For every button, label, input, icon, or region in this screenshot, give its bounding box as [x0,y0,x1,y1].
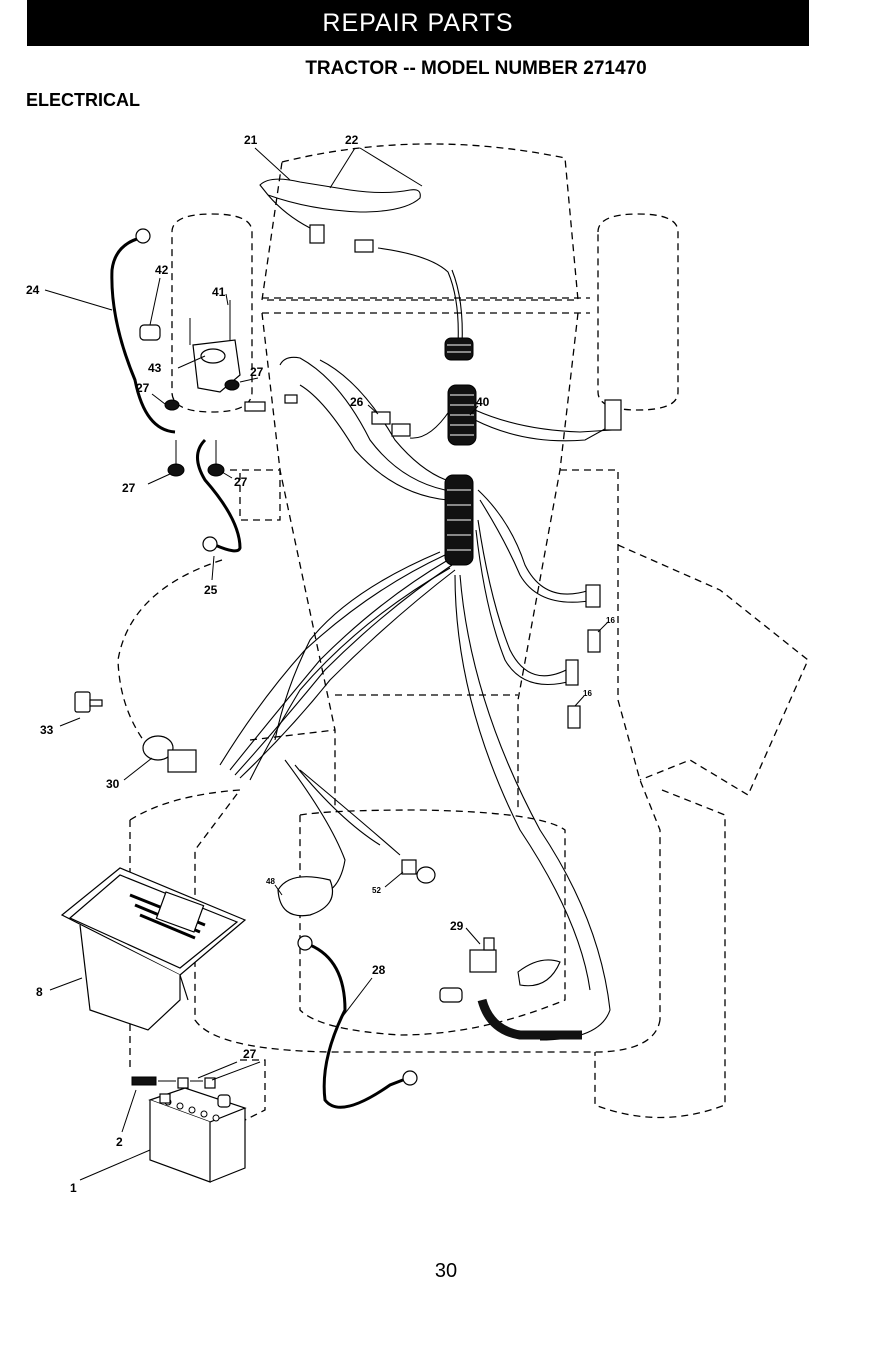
callout-28: 28 [372,963,386,977]
callout-26: 26 [350,395,364,409]
callout-16b: 16 [583,689,592,698]
solenoid-assembly [140,300,297,476]
callout-27c: 27 [122,481,136,495]
callout-43: 43 [148,361,162,375]
battery-tray-8 [62,868,245,1030]
callout-52: 52 [372,886,381,895]
callout-29: 29 [450,919,464,933]
harness-conduit [445,338,476,565]
callout-2: 2 [116,1135,123,1149]
battery-hardware [132,1077,215,1088]
battery-1 [150,1088,245,1182]
page-number: 30 [0,1260,892,1283]
callout-24: 24 [26,283,40,297]
callout-30: 30 [106,777,120,791]
callout-21: 21 [244,133,258,147]
callout-33: 33 [40,723,54,737]
relay-52 [402,860,435,883]
seat-switch-29 [440,938,560,1002]
callout-41: 41 [212,285,226,299]
callout-8: 8 [36,985,43,999]
callout-27d: 27 [234,475,248,489]
seat-conduit [482,1000,582,1035]
callout-42: 42 [155,263,169,277]
callout-27a: 27 [136,381,150,395]
wiring-harness [220,179,612,1040]
callout-25: 25 [204,583,218,597]
callout-16a: 16 [606,616,615,625]
callout-48: 48 [266,877,275,886]
callout-27e: 27 [243,1047,257,1061]
key-33 [75,692,102,712]
switch-16 [566,585,600,728]
callout-27b: 27 [250,365,264,379]
lamp-48 [278,877,333,916]
callout-22: 22 [345,133,359,147]
callout-1: 1 [70,1181,77,1195]
ignition-switch-30 [143,736,196,772]
callout-40: 40 [476,395,490,409]
